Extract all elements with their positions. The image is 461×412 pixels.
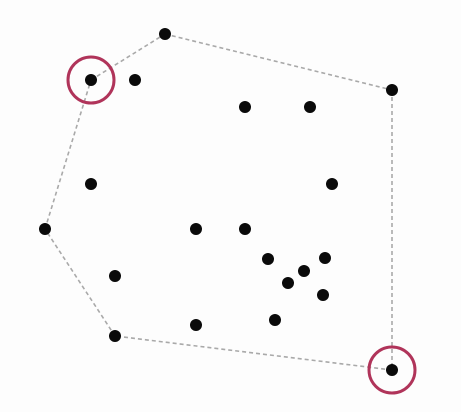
point-p4 [386, 84, 398, 96]
highlight-circle-p21 [367, 345, 417, 395]
point-p16 [109, 270, 121, 282]
point-p12 [262, 253, 274, 265]
hull-edge-p9-p2 [44, 79, 92, 230]
point-p7 [85, 178, 97, 190]
point-p11 [239, 223, 251, 235]
point-p5 [239, 101, 251, 113]
point-p14 [298, 265, 310, 277]
point-p17 [317, 289, 329, 301]
point-p21 [386, 364, 398, 376]
hull-edge-p2-p1 [90, 33, 166, 81]
point-p19 [190, 319, 202, 331]
point-p3 [129, 74, 141, 86]
hull-edge-p1-p4 [164, 33, 393, 91]
point-p20 [109, 330, 121, 342]
highlight-circles [66, 55, 417, 395]
point-p6 [304, 101, 316, 113]
point-p9 [39, 223, 51, 235]
hull-edge-p20-p9 [44, 228, 116, 337]
point-p15 [282, 277, 294, 289]
point-p18 [269, 314, 281, 326]
highlight-circle-p2 [66, 55, 116, 105]
point-p1 [159, 28, 171, 40]
point-p10 [190, 223, 202, 235]
point-p8 [326, 178, 338, 190]
points [39, 28, 398, 376]
point-p2 [85, 74, 97, 86]
hull-edges [44, 33, 393, 371]
hull-edge-p21-p20 [114, 335, 393, 371]
point-p13 [319, 252, 331, 264]
